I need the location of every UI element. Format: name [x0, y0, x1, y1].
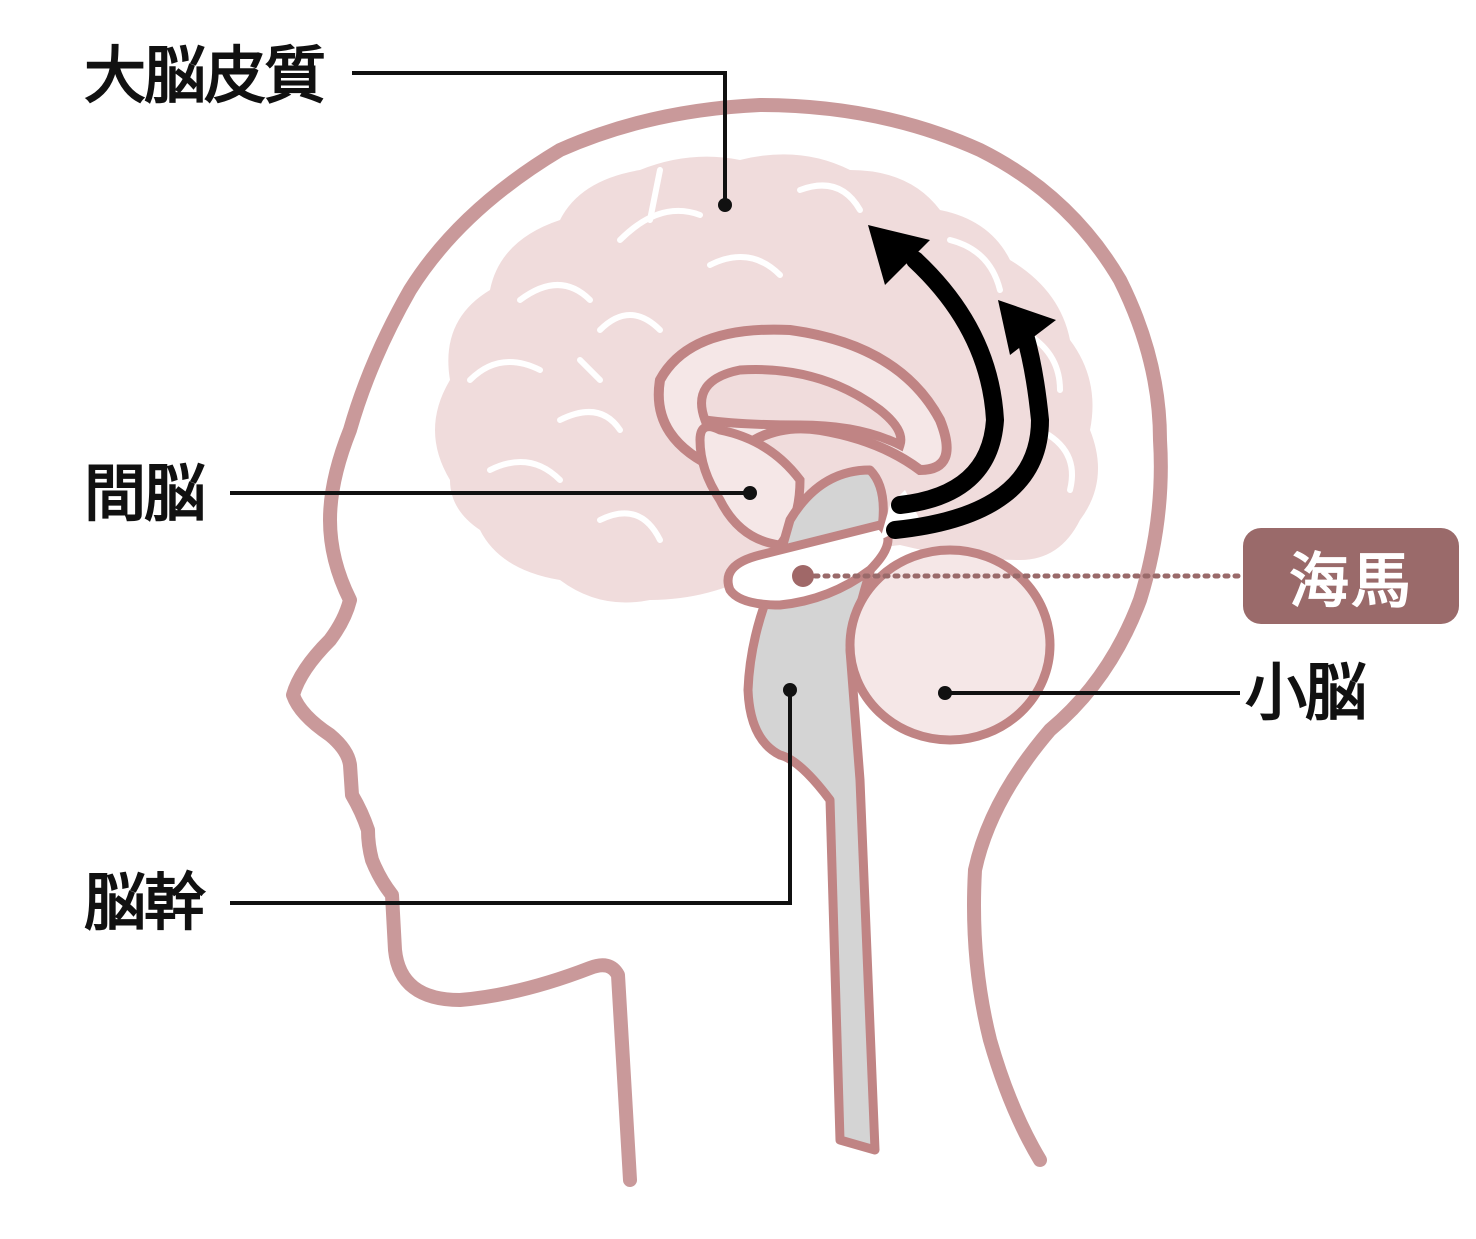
label-hippocampus-badge: 海馬	[1243, 528, 1459, 624]
cerebellum	[845, 545, 1055, 745]
head-outline	[286, 98, 1168, 1187]
leader-lines	[230, 71, 1240, 905]
label-cerebellum: 小脳	[1245, 656, 1367, 729]
label-brainstem: 脳幹	[84, 866, 206, 939]
label-diencephalon: 間脳	[84, 457, 206, 530]
arrow-icon	[886, 251, 1050, 539]
hippocampus	[723, 520, 893, 610]
label-cerebral-cortex: 大脳皮質	[84, 39, 326, 112]
